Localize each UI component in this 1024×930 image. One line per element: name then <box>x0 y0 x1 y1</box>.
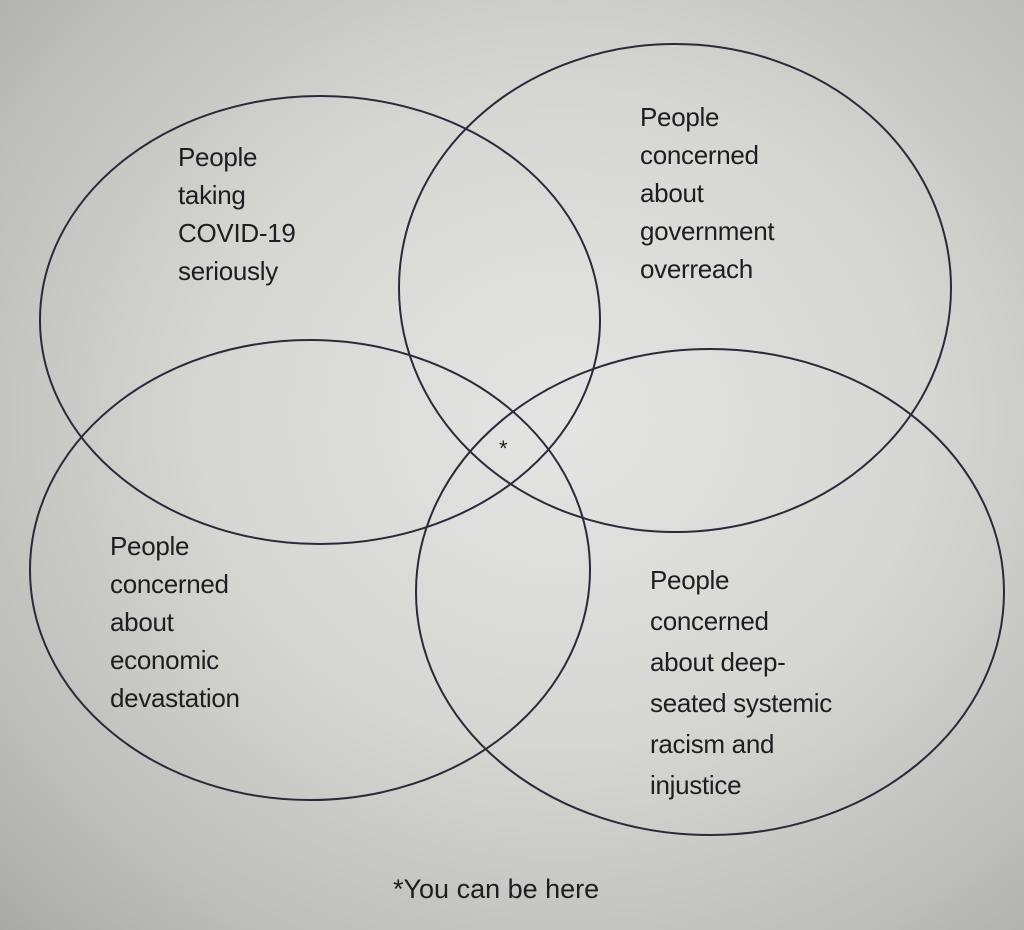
center-marker: * <box>499 436 508 461</box>
set-government-ellipse <box>398 43 952 533</box>
set-covid-ellipse <box>39 95 601 545</box>
set-label-racism: People concerned about deep- seated syst… <box>650 565 832 800</box>
set-racism-ellipse <box>415 348 1005 836</box>
set-label-government: People concerned about government overre… <box>640 102 775 284</box>
set-label-covid: People taking COVID-19 seriously <box>178 142 296 286</box>
set-economic-ellipse <box>29 339 591 801</box>
set-label-economic: People concerned about economic devastat… <box>110 531 240 713</box>
footnote: *You can be here <box>393 874 600 904</box>
